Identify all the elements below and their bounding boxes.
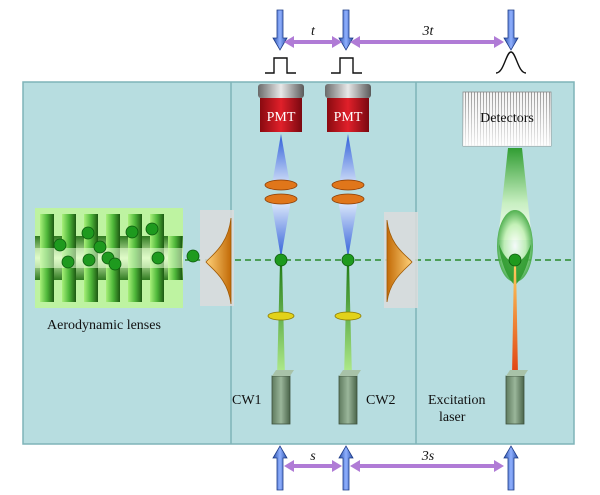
- down-arrow-marker: [272, 9, 288, 51]
- aerosol-particles: [53, 222, 200, 271]
- particle: [108, 257, 122, 271]
- pmt-detector-1: [258, 84, 304, 132]
- down-arrow-marker: [503, 9, 519, 51]
- detection-particles: [274, 253, 355, 267]
- gaussian-pulse-icon: [495, 51, 527, 74]
- up-arrow-marker: [272, 445, 288, 491]
- particle: [145, 222, 159, 236]
- up-arrow-marker: [503, 445, 519, 491]
- aerodynamic-lenses-label: Aerodynamic lenses: [47, 318, 161, 333]
- particle: [81, 226, 95, 240]
- particle: [186, 249, 200, 263]
- interval-3s-label: 3s: [421, 449, 435, 464]
- pmt-1-label: PMT: [267, 110, 296, 125]
- detectors-label: Detectors: [480, 111, 534, 126]
- pmt-2-label: PMT: [334, 110, 363, 125]
- scattered-light-cone-1: [271, 134, 291, 258]
- focusing-lenses-2: [331, 179, 365, 205]
- bottom-interval-arrows: [284, 460, 504, 472]
- focusing-lenses-1: [264, 179, 298, 205]
- top-timing-markers: [272, 9, 519, 51]
- detectors-box: [462, 91, 552, 147]
- particle: [125, 225, 139, 239]
- up-arrow-marker: [338, 445, 354, 491]
- excited-particle: [508, 253, 522, 267]
- collection-mirror-left: [200, 210, 234, 306]
- cw2-label: CW2: [366, 393, 396, 408]
- particle: [53, 238, 67, 252]
- top-interval-arrows: [284, 36, 504, 48]
- bottom-timing-markers: [272, 445, 519, 491]
- square-pulse-icon: [265, 57, 296, 74]
- collection-mirror-right: [384, 212, 418, 308]
- cw1-laser-beam: [267, 262, 295, 378]
- square-pulse-icon: [331, 57, 362, 74]
- interval-s-label: s: [310, 449, 316, 464]
- down-arrow-marker: [338, 9, 354, 51]
- scattered-light-cone-2: [338, 134, 358, 258]
- excitation-label-line2: laser: [439, 410, 466, 425]
- cw2-laser-source: [338, 370, 361, 425]
- particle: [151, 251, 165, 265]
- interval-t-label: t: [311, 24, 316, 39]
- fluorescence-emission: [497, 148, 533, 285]
- cw2-laser-beam: [334, 262, 362, 378]
- pulse-waveforms: [265, 51, 527, 74]
- excitation-laser-beam: [512, 262, 518, 376]
- interval-3t-label: 3t: [422, 24, 435, 39]
- cw1-laser-source: [271, 370, 294, 425]
- particle: [93, 240, 107, 254]
- particle: [61, 255, 75, 269]
- cw1-label: CW1: [232, 393, 262, 408]
- excitation-laser-source: [505, 370, 528, 425]
- excitation-label-line1: Excitation: [428, 393, 486, 408]
- particle: [341, 253, 355, 267]
- particle: [82, 253, 96, 267]
- particle: [274, 253, 288, 267]
- pmt-detector-2: [325, 84, 371, 132]
